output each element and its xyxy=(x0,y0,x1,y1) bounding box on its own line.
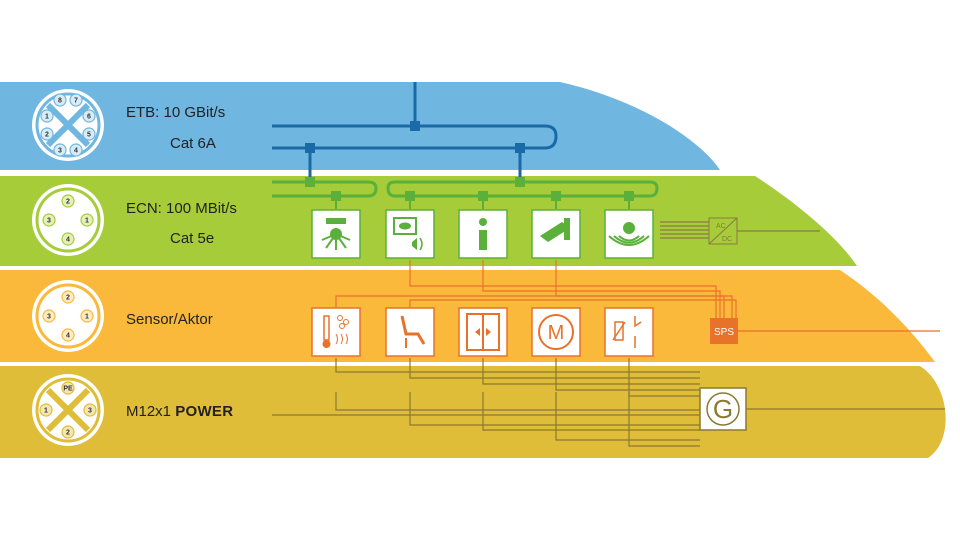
ecn-devices xyxy=(311,209,654,259)
svg-text:AC: AC xyxy=(716,223,726,230)
power-wire xyxy=(335,358,700,373)
power-wire xyxy=(555,392,700,441)
etb-node xyxy=(305,143,315,153)
seat-icon xyxy=(385,307,435,357)
svg-text:5: 5 xyxy=(87,132,91,139)
svg-text:3: 3 xyxy=(47,218,51,225)
display-speaker-icon xyxy=(385,209,435,259)
svg-text:M: M xyxy=(548,322,565,344)
sensor-wiring xyxy=(335,260,940,332)
svg-text:4: 4 xyxy=(74,148,78,155)
ecn-connector: 2 3 1 4 xyxy=(32,184,104,256)
svg-text:8: 8 xyxy=(58,98,62,105)
sensor-wire xyxy=(409,260,717,318)
etb-nodes xyxy=(305,121,525,153)
svg-text:PE: PE xyxy=(63,386,73,393)
svg-text:6: 6 xyxy=(87,114,91,121)
etb-node xyxy=(410,121,420,131)
etb-cable: Cat 6A xyxy=(170,135,216,152)
svg-text:3: 3 xyxy=(88,408,92,415)
power-label: M12x1 POWER xyxy=(126,403,233,420)
etb-bus-lines xyxy=(272,82,558,182)
generator: G xyxy=(699,387,747,431)
svg-text:2: 2 xyxy=(66,430,70,437)
power-wire xyxy=(555,358,700,391)
camera-icon xyxy=(531,209,581,259)
switch-icon xyxy=(604,307,654,357)
ecn-node xyxy=(478,191,488,201)
svg-text:1: 1 xyxy=(85,218,89,225)
info-icon xyxy=(458,209,508,259)
svg-text:DC: DC xyxy=(722,236,732,243)
svg-text:1: 1 xyxy=(45,114,49,121)
etb-label-name: ETB: xyxy=(126,104,160,121)
power-wiring xyxy=(272,221,945,447)
svg-text:1: 1 xyxy=(85,314,89,321)
ecn-node xyxy=(624,191,634,201)
etb-node xyxy=(515,143,525,153)
sensor-connector: 2 3 1 4 xyxy=(32,280,104,352)
svg-text:1: 1 xyxy=(44,408,48,415)
ecn-node xyxy=(331,191,341,201)
power-wire xyxy=(335,392,700,411)
svg-text:2: 2 xyxy=(45,132,49,139)
svg-text:G: G xyxy=(713,394,733,424)
ecn-node xyxy=(305,177,315,187)
ecn-node xyxy=(405,191,415,201)
sensor-devices: M xyxy=(311,307,654,357)
power-wire xyxy=(628,392,700,447)
sps-controller: SPS xyxy=(710,318,738,344)
power-wire xyxy=(409,392,700,426)
ecn-node xyxy=(515,177,525,187)
sensor-wire xyxy=(335,295,733,318)
sensor-label: Sensor/Aktor xyxy=(126,311,213,328)
sensor-wire xyxy=(409,299,737,318)
svg-text:3: 3 xyxy=(47,314,51,321)
sensor-wire xyxy=(482,260,721,318)
door-icon xyxy=(458,307,508,357)
ecn-node xyxy=(551,191,561,201)
ecn-label-name: ECN: xyxy=(126,200,162,217)
svg-text:2: 2 xyxy=(66,295,70,302)
etb-speed: 10 GBit/s xyxy=(163,104,226,121)
ecn-speed: 100 MBit/s xyxy=(166,200,237,217)
sensor-wave-icon xyxy=(604,209,654,259)
power-connector: PE 1 3 2 xyxy=(32,374,104,446)
power-wire xyxy=(409,358,700,379)
svg-text:4: 4 xyxy=(66,333,70,340)
svg-text:SPS: SPS xyxy=(714,327,734,338)
motor-icon: M xyxy=(531,307,581,357)
power-label-bold: POWER xyxy=(175,403,234,420)
ecn-bus-lines xyxy=(272,180,659,198)
connectors: 8 7 1 6 2 5 3 4 2 3 1 4 2 3 1 4PE 1 3 2 xyxy=(32,89,104,446)
svg-text:2: 2 xyxy=(66,199,70,206)
power-wire xyxy=(482,358,700,385)
light-icon xyxy=(311,209,361,259)
ecn-nodes xyxy=(305,177,634,201)
svg-text:3: 3 xyxy=(58,148,62,155)
etb-label: ETB: 10 GBit/s xyxy=(126,104,225,121)
ecn-cable: Cat 5e xyxy=(170,230,215,247)
etb-connector: 8 7 1 6 2 5 3 4 xyxy=(32,89,104,161)
acdc-converter: AC DC xyxy=(708,217,738,245)
ecn-label: ECN: 100 MBit/s xyxy=(126,200,237,217)
svg-text:7: 7 xyxy=(74,98,78,105)
temperature-icon xyxy=(311,307,361,357)
power-label-name: M12x1 xyxy=(126,403,172,420)
svg-text:4: 4 xyxy=(66,237,70,244)
power-wire xyxy=(482,392,700,431)
